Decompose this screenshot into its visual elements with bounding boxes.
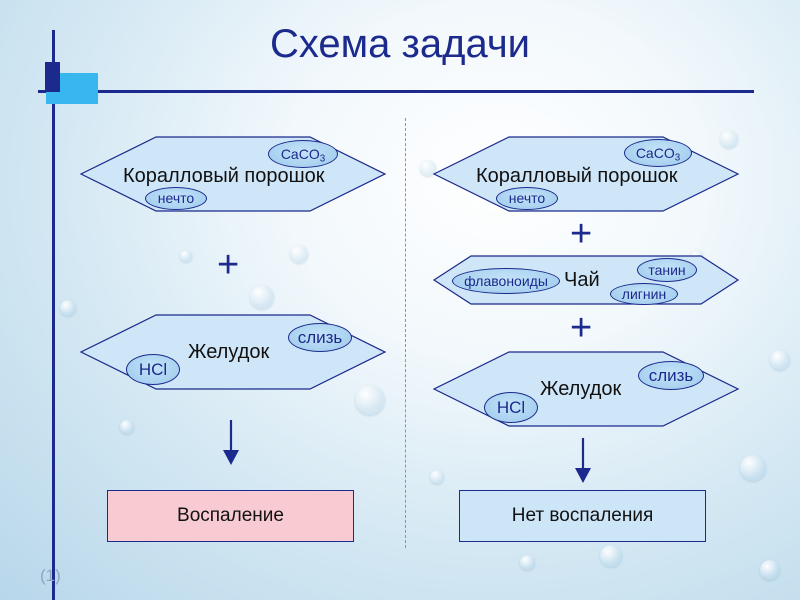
droplet (355, 385, 385, 415)
mucus-tag: слизь (638, 361, 704, 390)
stomach-shape-left: Желудок HCl слизь (79, 314, 387, 390)
caco3-subscript: 3 (674, 152, 681, 164)
droplet (250, 285, 274, 309)
hcl-tag: HCl (484, 392, 538, 423)
stomach-label: Желудок (540, 378, 622, 400)
center-divider (405, 118, 406, 548)
droplet (740, 455, 766, 481)
down-arrow (222, 420, 240, 471)
droplet (290, 245, 308, 263)
droplet (600, 545, 622, 567)
lignin-tag: лигнин (610, 283, 678, 305)
result-no-inflammation: Нет воспаления (459, 490, 706, 542)
result-inflammation: Воспаление (107, 490, 354, 542)
tea-shape: Чай флавоноиды танин лигнин (432, 255, 740, 305)
stomach-shape-right: Желудок HCl слизь (432, 351, 740, 427)
vertical-decor-line (52, 30, 55, 600)
droplet (120, 420, 134, 434)
caco3-tag: CaCO3 (624, 139, 692, 167)
caco3-text: CaCO (635, 145, 675, 161)
coral-powder-label: Коралловый порошок (476, 165, 678, 187)
droplet (520, 555, 535, 570)
droplet (180, 250, 192, 262)
mucus-tag: слизь (288, 323, 352, 352)
droplet (60, 300, 76, 316)
caco3-tag: CaCO3 (268, 140, 338, 168)
droplet (720, 130, 738, 148)
down-arrow (574, 438, 592, 489)
coral-powder-shape-left: Коралловый порошок CaCO3 нечто (79, 136, 387, 212)
droplet (770, 350, 790, 370)
flavonoids-tag: флавоноиды (452, 268, 560, 294)
tea-label: Чай (564, 269, 600, 291)
coral-powder-shape-right: Коралловый порошок CaCO3 нечто (432, 136, 740, 212)
droplet (420, 160, 436, 176)
decor-square-dark (45, 62, 60, 92)
slide-number: (1) (40, 566, 61, 585)
coral-powder-label: Коралловый порошок (123, 165, 325, 187)
droplet (430, 470, 444, 484)
plus-sign: + (217, 244, 240, 286)
caco3-subscript: 3 (319, 153, 326, 165)
something-tag: нечто (145, 187, 207, 210)
stomach-label: Желудок (188, 341, 270, 363)
caco3-text: CaCO (280, 146, 320, 162)
plus-sign: + (570, 213, 593, 255)
slide-title: Схема задачи (269, 22, 531, 66)
hcl-tag: HCl (126, 354, 180, 385)
droplet (760, 560, 780, 580)
plus-sign: + (570, 307, 593, 349)
something-tag: нечто (496, 187, 558, 210)
tannin-tag: танин (637, 258, 697, 282)
horizontal-decor-line (38, 90, 754, 93)
